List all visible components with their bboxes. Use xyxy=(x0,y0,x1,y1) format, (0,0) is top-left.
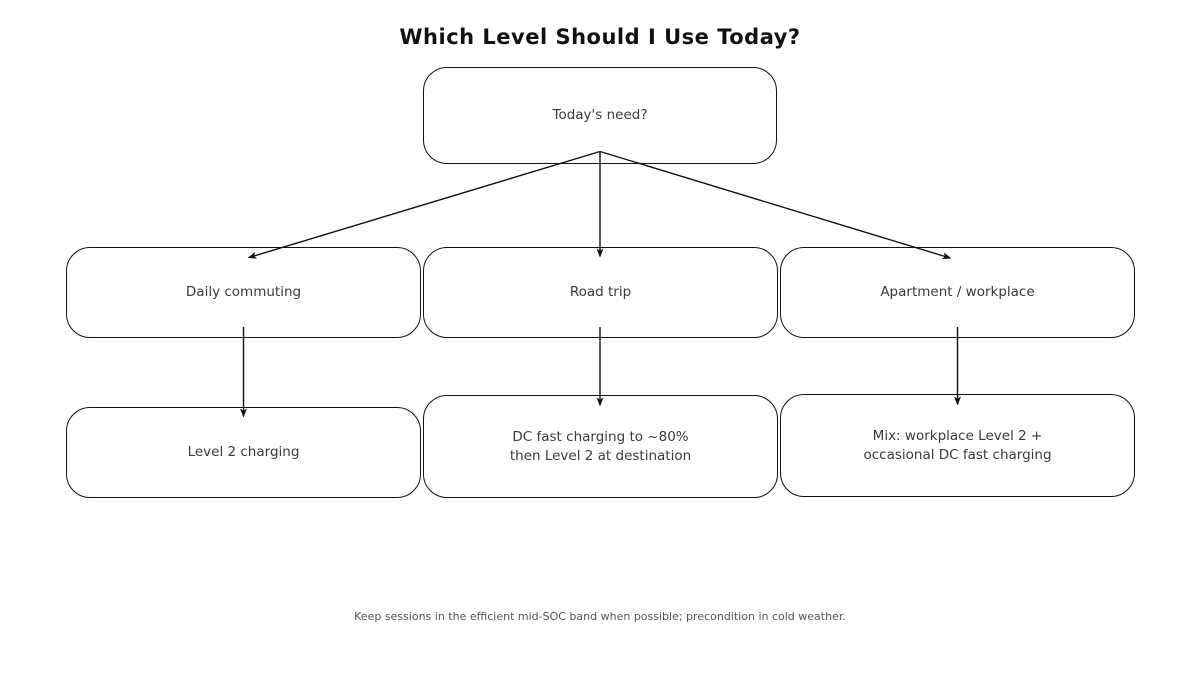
node-apartment-workplace-label: Apartment / workplace xyxy=(880,284,1035,301)
node-dc-fast-then-level2: DC fast charging to ~80% then Level 2 at… xyxy=(423,395,778,498)
edge-root-to-daily-commuting xyxy=(247,150,601,259)
node-level2-charging-label: Level 2 charging xyxy=(187,444,300,461)
node-daily-commuting-label: Daily commuting xyxy=(185,284,302,301)
diagram-title: Which Level Should I Use Today? xyxy=(399,25,801,49)
node-mix-workplace-dc: Mix: workplace Level 2 + occasional DC f… xyxy=(780,394,1135,497)
node-apartment-workplace: Apartment / workplace xyxy=(780,247,1135,338)
node-daily-commuting: Daily commuting xyxy=(66,247,421,338)
node-todays-need-label: Today's need? xyxy=(552,107,648,124)
node-road-trip: Road trip xyxy=(423,247,778,338)
diagram-footnote: Keep sessions in the efficient mid-SOC b… xyxy=(354,610,846,623)
node-dc-fast-then-level2-label: DC fast charging to ~80% then Level 2 at… xyxy=(509,429,692,464)
node-level2-charging: Level 2 charging xyxy=(66,407,421,498)
node-todays-need: Today's need? xyxy=(423,67,777,164)
node-road-trip-label: Road trip xyxy=(569,284,632,301)
node-mix-workplace-dc-label: Mix: workplace Level 2 + occasional DC f… xyxy=(863,428,1052,463)
edge-root-to-apartment-workplace xyxy=(599,150,952,260)
